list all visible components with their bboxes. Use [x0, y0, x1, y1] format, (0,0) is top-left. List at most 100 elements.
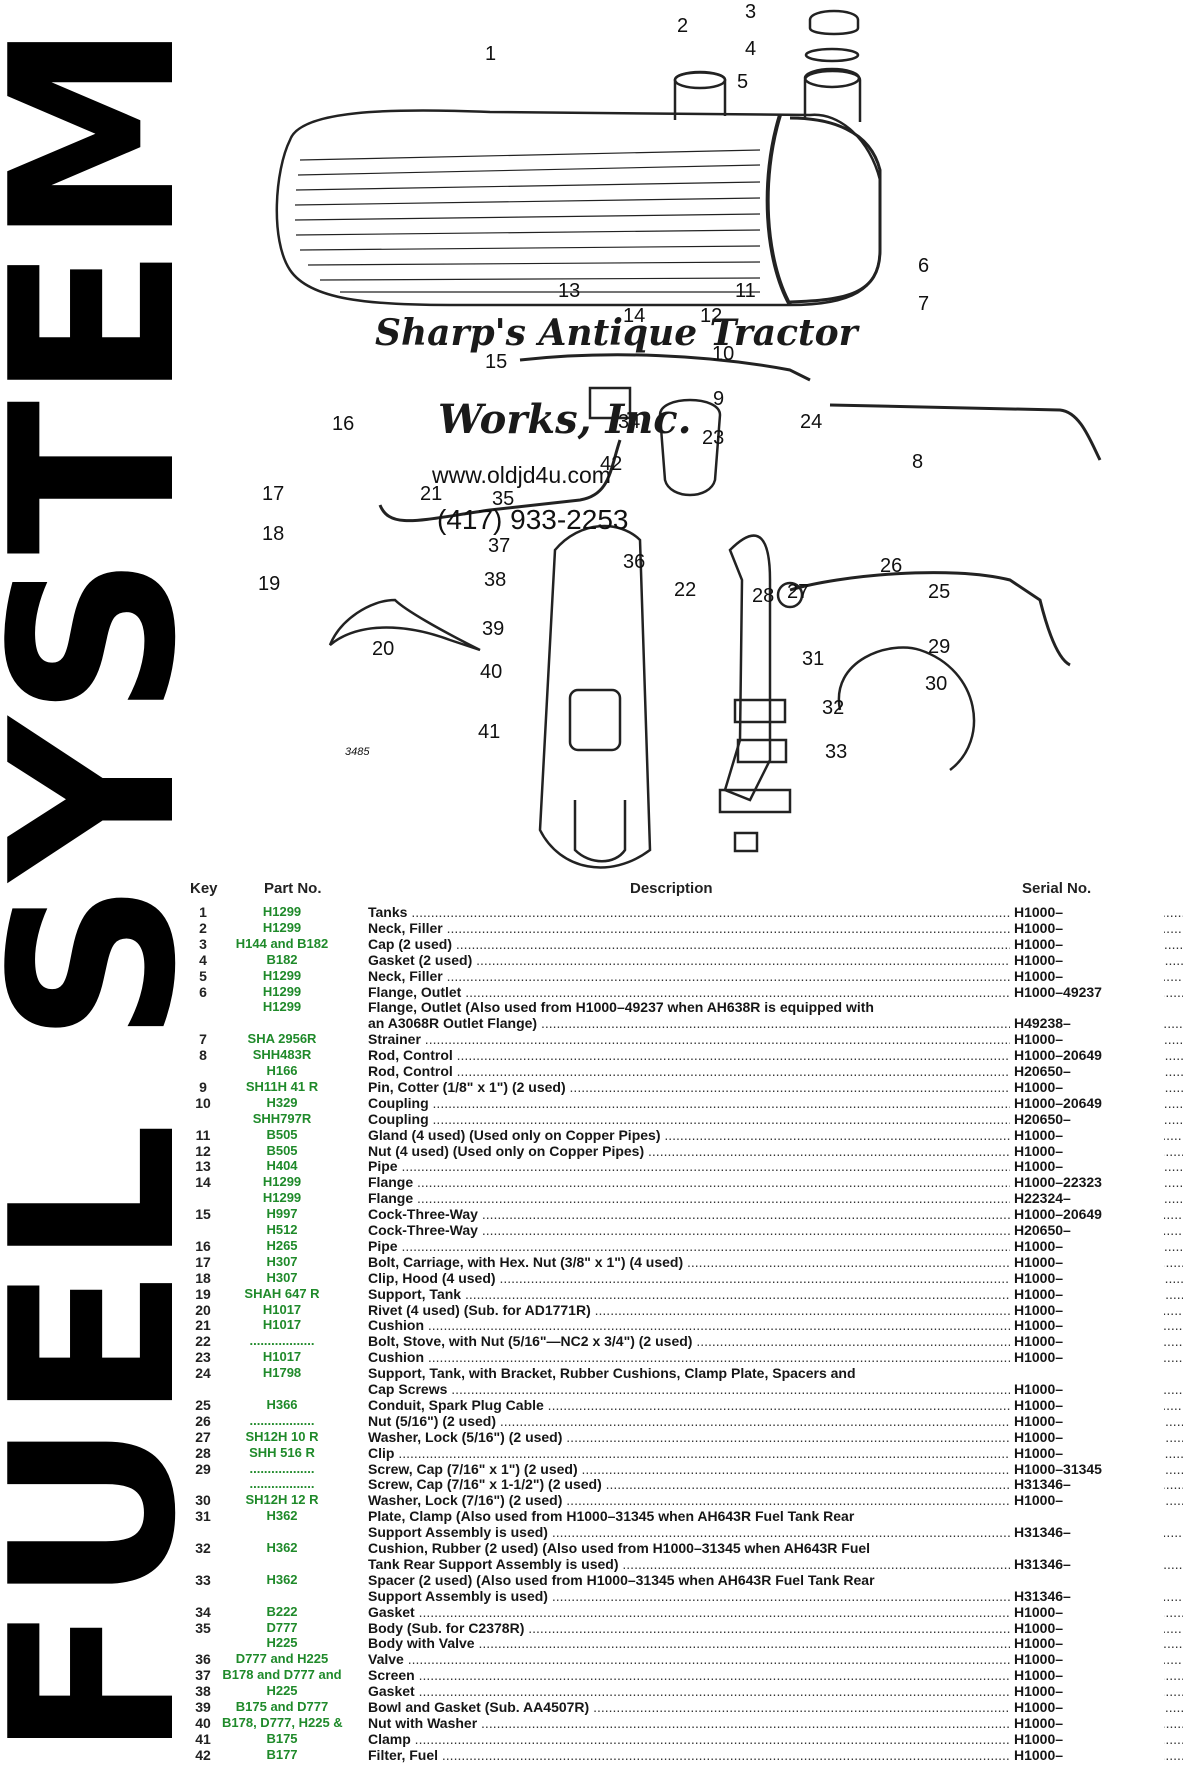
row-key: 17 [195, 1253, 211, 1270]
row-serial: H1000– [1010, 1619, 1164, 1636]
callout-33: 33 [825, 741, 847, 763]
row-part-number: H1017 [262, 1317, 302, 1333]
callout-15: 15 [485, 351, 507, 373]
table-row: H1299FlangeH22324– [190, 1190, 1190, 1207]
row-part-number: B182 [266, 951, 298, 967]
row-part-number: H329 [266, 1094, 298, 1110]
row-description: Cock-Three-Way [368, 1206, 1183, 1222]
row-serial: H1000– [1010, 1349, 1164, 1366]
row-description: Tank Rear Support Assembly is used) [368, 1556, 1183, 1572]
row-key: 10 [195, 1094, 211, 1111]
row-key: 18 [195, 1269, 211, 1286]
row-serial: H20650– [1010, 1222, 1164, 1238]
table-row: 38H225GasketH1000– [190, 1683, 1190, 1700]
callout-30: 30 [925, 673, 947, 695]
row-serial: H22324– [1010, 1190, 1164, 1207]
row-part-number: H1299 [262, 1190, 302, 1206]
row-serial: H1000– [1010, 1381, 1164, 1397]
row-description: Clamp [368, 1731, 1183, 1747]
table-row: 23H1017CushionH1000– [190, 1349, 1190, 1366]
row-part-number: H997 [266, 1206, 298, 1222]
row-serial: H1000– [1010, 1285, 1164, 1302]
row-description: Flange, Outlet [368, 984, 1183, 1000]
row-description: Body with Valve [368, 1635, 1183, 1651]
callout-20: 20 [372, 638, 394, 660]
row-part-number: H1299 [262, 904, 302, 919]
dealer-phone: (417) 933-2253 [437, 504, 629, 535]
gasket-shape [804, 47, 860, 63]
dealer-website[interactable]: www.oldjd4u.com [432, 462, 611, 488]
row-key: 3 [199, 935, 207, 952]
row-serial: H1000–31345 [1010, 1460, 1164, 1477]
table-row: 10H329CouplingH1000–20649 [190, 1094, 1190, 1111]
row-serial: H1000–49237 [1010, 983, 1164, 1000]
tank-end [789, 116, 882, 304]
callout-3: 3 [745, 1, 756, 23]
row-key: 32 [195, 1540, 211, 1556]
row-description: Spacer (2 used) (Also used from H1000–31… [368, 1571, 875, 1588]
row-serial: H1000– [1010, 1158, 1164, 1175]
table-row: 34B222GasketH1000– [190, 1603, 1190, 1620]
row-key: 22 [195, 1333, 211, 1350]
row-description: Support, Tank [368, 1286, 1183, 1302]
table-row: 13H404PipeH1000– [190, 1158, 1190, 1175]
row-description: Pipe [368, 1238, 1183, 1254]
row-key: 28 [195, 1444, 211, 1461]
row-serial: H1000–20649 [1010, 1094, 1164, 1111]
row-part-number: H225 [266, 1683, 298, 1699]
row-description: Rod, Control [368, 1047, 1183, 1063]
row-serial: H1000– [1010, 1683, 1164, 1700]
row-description: Bowl and Gasket (Sub. AA4507R) [368, 1699, 1183, 1715]
callout-1: 1 [485, 43, 496, 65]
control-rod [829, 403, 1102, 461]
dealer-name: Sharp's Antique Tractor [375, 312, 858, 354]
callout-29: 29 [928, 636, 950, 658]
row-serial: H1000– [1010, 967, 1164, 984]
row-key: 5 [199, 967, 207, 984]
row-serial: H1000– [1010, 1078, 1164, 1095]
row-serial: H31346– [1010, 1587, 1164, 1604]
tank-ribs [294, 149, 761, 293]
row-key: 33 [195, 1571, 211, 1588]
row-key: 21 [195, 1317, 211, 1334]
row-part-number: B505 [266, 1142, 298, 1158]
rubber-cushion [736, 738, 788, 764]
row-part-number: SH11H 41 R [245, 1078, 319, 1094]
callout-14: 14 [623, 305, 645, 327]
three-way-cock [588, 386, 632, 420]
row-part-number: H307 [266, 1269, 298, 1285]
row-description: Nut (4 used) (Used only on Copper Pipes) [368, 1143, 1183, 1159]
row-description: an A3068R Outlet Flange) [368, 1015, 1183, 1031]
row-part-number: .................. [249, 1476, 315, 1492]
callout-19: 19 [258, 573, 280, 595]
callout-10: 10 [712, 343, 734, 365]
row-description: Rod, Control [368, 1063, 1183, 1079]
table-row: SHH797RCouplingH20650– [190, 1110, 1190, 1127]
row-key: 27 [195, 1428, 211, 1445]
row-key: 14 [195, 1174, 211, 1191]
row-part-number: .................. [249, 1460, 315, 1476]
callout-6: 6 [918, 255, 929, 277]
header-part: Part No. [264, 880, 322, 897]
row-key: 42 [195, 1746, 211, 1763]
callout-36: 36 [623, 551, 645, 573]
exploded-view: 1234567891011121314151617181920212223242… [258, 1, 1102, 869]
row-serial: H1000– [1010, 1428, 1164, 1445]
row-description: Gasket [368, 1683, 1183, 1699]
row-description: Flange, Outlet (Also used from H1000–492… [368, 999, 874, 1016]
row-key: 23 [195, 1349, 211, 1366]
row-description: Flange [368, 1174, 1183, 1190]
row-description: Cap (2 used) [368, 936, 1183, 952]
